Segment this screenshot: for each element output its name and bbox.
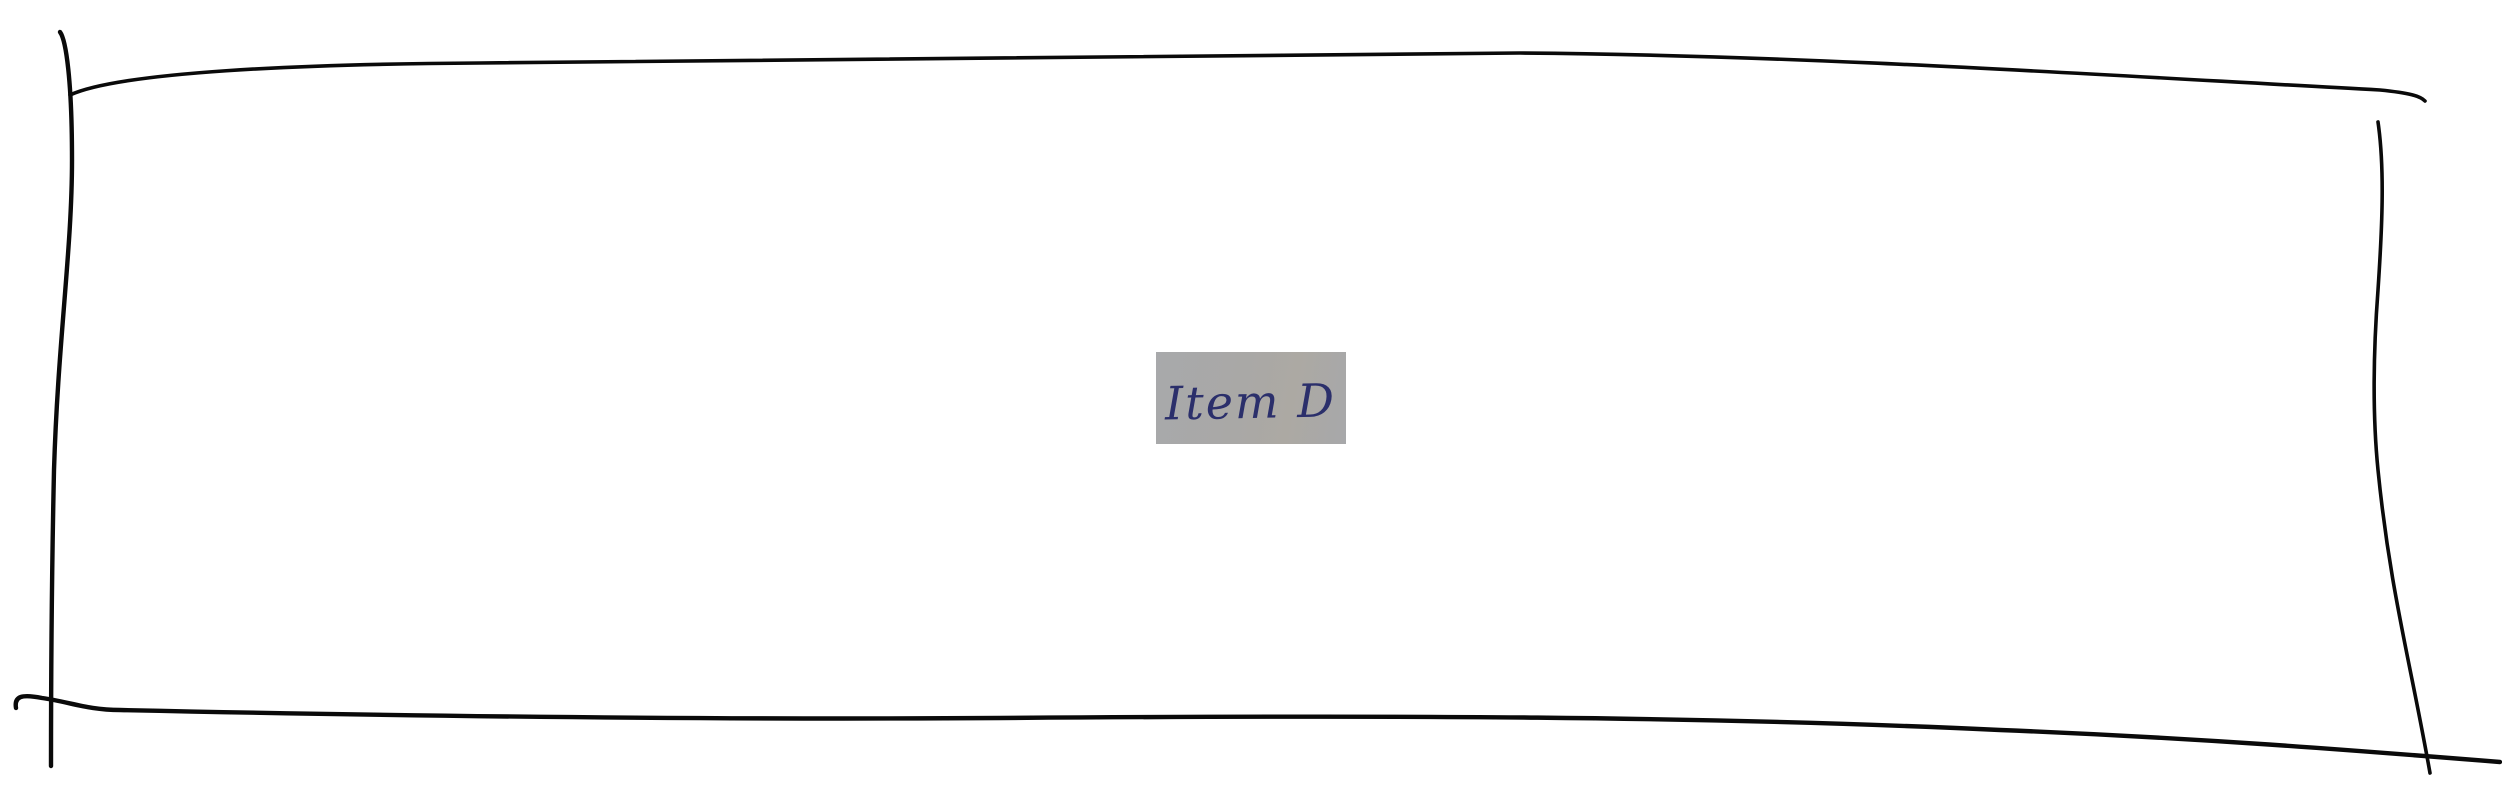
item-node-label: Item D: [1165, 374, 1337, 431]
frame-top-edge: [70, 53, 2425, 101]
frame-left-edge: [51, 32, 72, 766]
frame-bottom-edge: [16, 696, 2500, 762]
item-node: Item D: [1156, 352, 1346, 444]
frame-right-edge: [2374, 122, 2430, 773]
